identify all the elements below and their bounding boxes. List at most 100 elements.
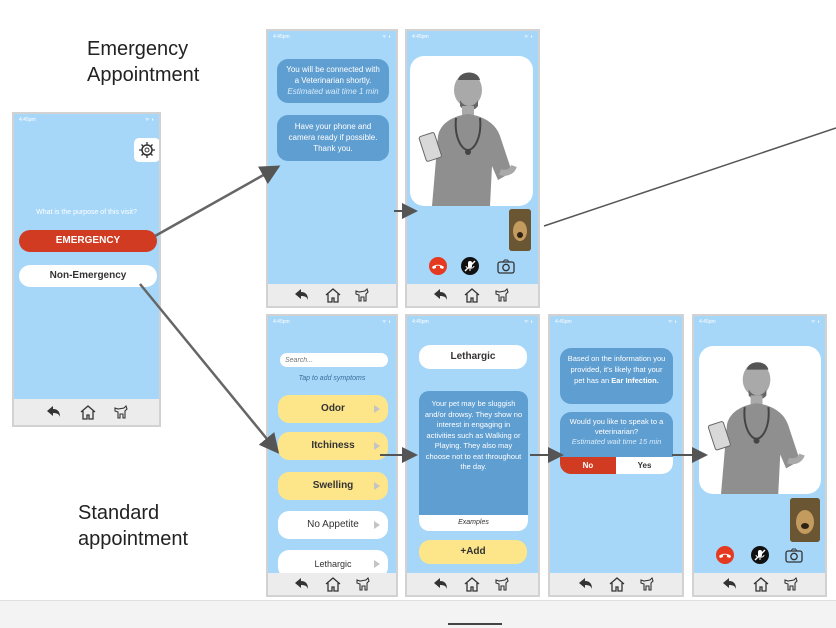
symptom-item[interactable]: No Appetite: [278, 511, 388, 539]
emergency-button[interactable]: EMERGENCY: [19, 230, 157, 252]
back-arrow-icon[interactable]: [431, 286, 449, 304]
status-time: 4:45pm: [19, 117, 36, 123]
diagnosis-bubble: Based on the information you provided, i…: [560, 348, 673, 404]
speak-vet-question: Would you like to speak to a veterinaria…: [569, 417, 664, 436]
veterinarian-illustration: [707, 362, 805, 494]
home-indicator: [448, 623, 502, 625]
nav-bar: [407, 284, 538, 306]
mute-button[interactable]: [461, 257, 479, 275]
home-icon[interactable]: [752, 575, 770, 593]
status-bar: 4:45pm ᯤ ◖: [273, 34, 391, 42]
non-emergency-button[interactable]: Non-Emergency: [19, 265, 157, 287]
ready-message-bubble: Have your phone and camera ready if poss…: [277, 115, 389, 161]
home-icon[interactable]: [608, 575, 626, 593]
home-icon[interactable]: [463, 575, 481, 593]
home-icon[interactable]: [324, 286, 342, 304]
chevron-right-icon: [374, 442, 380, 450]
back-arrow-icon[interactable]: [720, 575, 738, 593]
chevron-right-icon: [374, 482, 380, 490]
back-arrow-icon[interactable]: [292, 575, 310, 593]
status-time: 4:45pm: [699, 319, 716, 325]
screen-symptoms: 4:45pm ᯤ ◖ Tap to add symptoms Odor Itchi…: [266, 314, 398, 597]
chevron-right-icon: [374, 521, 380, 529]
nav-bar: [268, 573, 396, 595]
symptom-description-card: Your pet may be sluggish and/or drowsy. …: [419, 391, 528, 531]
yes-button[interactable]: Yes: [616, 457, 673, 474]
end-call-button[interactable]: [429, 257, 447, 275]
camera-button[interactable]: [497, 257, 515, 275]
home-icon[interactable]: [463, 286, 481, 304]
status-time: 4:45pm: [273, 319, 290, 325]
pet-icon[interactable]: [353, 286, 371, 304]
home-icon[interactable]: [79, 403, 97, 421]
symptom-label: Lethargic: [314, 559, 352, 569]
examples-link[interactable]: Examples: [419, 515, 528, 531]
pet-icon[interactable]: [354, 575, 372, 593]
symptom-label: Itchiness: [311, 440, 355, 451]
back-arrow-icon[interactable]: [292, 286, 310, 304]
back-arrow-icon[interactable]: [576, 575, 594, 593]
symptom-description: Your pet may be sluggish and/or drowsy. …: [424, 399, 523, 471]
status-time: 4:45pm: [412, 319, 429, 325]
symptom-title: Lethargic: [419, 345, 527, 369]
flow-arrow-emergency: [154, 165, 281, 238]
nav-bar: [694, 573, 825, 595]
phone-hangup-icon: [719, 553, 731, 558]
status-icons: ᯤ ◖: [382, 319, 391, 325]
status-time: 4:45pm: [412, 34, 429, 40]
status-icons: ᯤ ◖: [524, 34, 533, 40]
emergency-appointment-label: Emergency Appointment: [87, 38, 200, 86]
screen-video-call: 4:45pm ᯤ ◖: [405, 29, 540, 308]
bottom-bar: [0, 600, 836, 628]
dog-photo: [790, 498, 820, 542]
camera-icon: [497, 259, 515, 274]
speak-vet-bubble: Would you like to speak to a veterinaria…: [560, 412, 673, 474]
symptom-label: Odor: [321, 403, 345, 414]
flow-arrow-offscreen: [543, 127, 836, 227]
symptom-item[interactable]: Swelling: [278, 472, 388, 500]
symptom-item[interactable]: Odor: [278, 395, 388, 423]
veterinarian-video: [410, 56, 533, 206]
nav-bar: [550, 573, 682, 595]
wait-message-bubble: You will be connected with a Veterinaria…: [277, 59, 389, 103]
screen-video-call-standard: 4:45pm ᯤ ◖: [692, 314, 827, 597]
settings-button[interactable]: [134, 138, 159, 162]
camera-button[interactable]: [785, 546, 803, 564]
no-button[interactable]: No: [560, 457, 616, 474]
symptom-item[interactable]: Itchiness: [278, 432, 388, 460]
pet-icon[interactable]: [493, 286, 511, 304]
status-icons: ᯤ ◖: [811, 319, 820, 325]
mute-button[interactable]: [751, 546, 769, 564]
nav-bar: [268, 284, 396, 306]
add-symptom-button[interactable]: +Add: [419, 540, 527, 564]
diagnosis-condition: Ear Infection.: [611, 376, 659, 385]
symptom-label: No Appetite: [307, 519, 359, 530]
status-bar: 4:45pm ᯤ ◖: [699, 319, 820, 327]
add-symptoms-hint: Tap to add symptoms: [298, 375, 366, 382]
veterinarian-video: [699, 346, 821, 494]
status-time: 4:45pm: [273, 34, 290, 40]
camera-icon: [785, 548, 803, 563]
status-bar: 4:45pm ᯤ ◖: [273, 319, 391, 327]
pet-icon[interactable]: [638, 575, 656, 593]
chevron-right-icon: [374, 405, 380, 413]
back-arrow-icon[interactable]: [44, 403, 62, 421]
home-icon[interactable]: [324, 575, 342, 593]
back-arrow-icon[interactable]: [431, 575, 449, 593]
pet-icon[interactable]: [782, 575, 800, 593]
pet-camera-preview: [790, 498, 820, 542]
mic-off-icon: [754, 549, 766, 561]
standard-appointment-label: Standard appointment: [78, 502, 189, 550]
status-icons: ᯤ ◖: [382, 34, 391, 40]
pet-icon[interactable]: [112, 403, 130, 421]
ready-message-text: Have your phone and camera ready if poss…: [288, 122, 378, 153]
pet-icon[interactable]: [493, 575, 511, 593]
chevron-right-icon: [374, 560, 380, 568]
symptom-search-input[interactable]: [280, 353, 388, 367]
wait-time-text: Estimated wait time 15 min: [571, 437, 662, 446]
end-call-button[interactable]: [716, 546, 734, 564]
